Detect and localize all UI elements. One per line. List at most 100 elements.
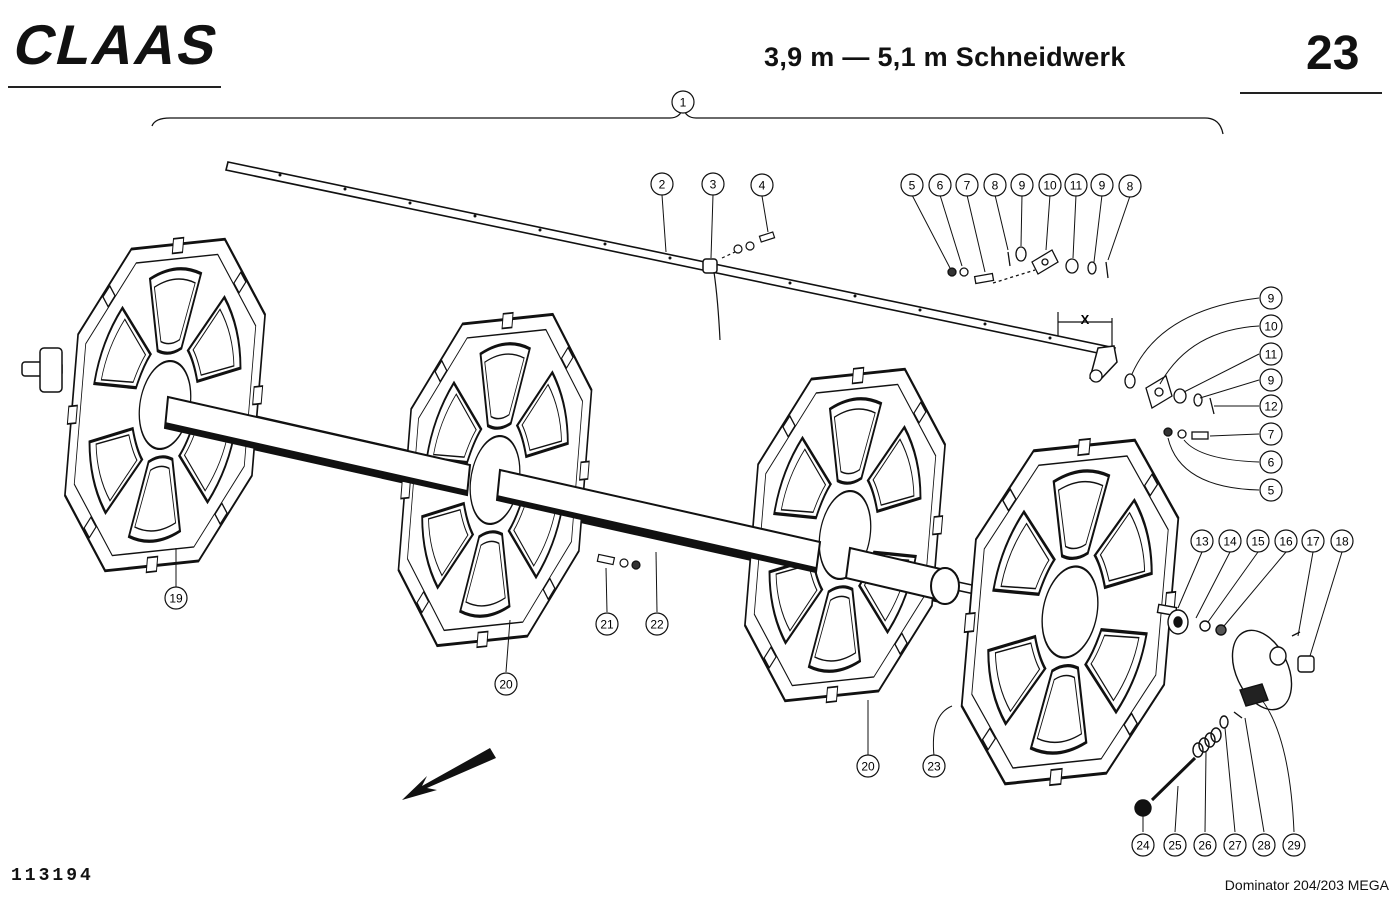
callout-29: 29 [1282,833,1306,857]
callout-7: 7 [1259,422,1283,446]
callout-label: 8 [1127,180,1134,194]
callout-21: 21 [595,612,619,636]
callout-16: 16 [1274,529,1298,553]
callout-12: 12 [1259,394,1283,418]
header-rule-right [1240,92,1382,94]
left-shaft [21,347,63,393]
upper-right-hardware [947,246,1109,285]
callout-17: 17 [1301,529,1325,553]
callout-label: 17 [1306,535,1320,549]
callout-label: 6 [937,179,944,193]
header-rule-left [8,86,221,88]
direction-arrow [402,748,496,800]
callout-8: 8 [983,173,1007,197]
callout-label: 12 [1264,400,1278,414]
callout-label: 3 [710,178,717,192]
callout-label: 11 [1265,348,1278,362]
callout-5: 5 [1259,478,1283,502]
callout-27: 27 [1223,833,1247,857]
callout-label: 20 [499,678,513,692]
reel-spider-19 [52,226,278,584]
callout-label: 9 [1268,292,1275,306]
callout-9: 9 [1259,286,1283,310]
dimension-x [1057,312,1113,346]
callout-2: 2 [650,172,674,196]
callout-label: 28 [1257,839,1271,853]
callout-26: 26 [1193,833,1217,857]
callout-19: 19 [164,586,188,610]
callout-label: 5 [909,179,916,193]
page-title: 3,9 m — 5,1 m Schneidwerk [764,42,1126,72]
callout-3: 3 [701,172,725,196]
callout-1: 1 [671,90,695,114]
leader-lines [175,194,1343,833]
tine-bar [225,161,1118,383]
callout-label: 11 [1070,179,1083,193]
callout-label: 19 [169,592,183,606]
callout-6: 6 [928,173,952,197]
callout-label: 13 [1195,535,1209,549]
callout-label: 20 [861,760,875,774]
callout-15: 15 [1246,529,1270,553]
callout-25: 25 [1163,833,1187,857]
callout-20: 20 [494,672,518,696]
bar-hardware [721,231,776,259]
callout-label: 21 [600,618,614,632]
callout-label: 4 [759,179,766,193]
callout-8: 8 [1118,174,1142,198]
callout-22: 22 [645,612,669,636]
callout-5: 5 [900,173,924,197]
callout-28: 28 [1252,833,1276,857]
callout-6: 6 [1259,450,1283,474]
callout-11: 11 [1259,342,1283,366]
callout-label: 5 [1268,484,1275,498]
drawing-reference: 113194 [11,866,94,886]
callout-24: 24 [1131,833,1155,857]
crank-hardware [1124,373,1215,440]
reel-spider-23 [948,426,1192,798]
callout-label: 25 [1168,839,1182,853]
callout-label: 2 [659,178,666,192]
callout-label: 29 [1287,839,1301,853]
dimension-x-label: X [1081,312,1090,327]
callout-label: 22 [650,618,664,632]
callout-9: 9 [1010,173,1034,197]
callout-label: 16 [1279,535,1293,549]
callout-label: 7 [964,179,971,193]
callout-label: 15 [1251,535,1265,549]
callout-label: 14 [1223,535,1237,549]
bolt-21 [596,553,641,570]
callout-label: 27 [1228,839,1242,853]
callout-20: 20 [856,754,880,778]
callout-10: 10 [1259,314,1283,338]
callout-10: 10 [1038,173,1062,197]
callout-label: 24 [1136,839,1150,853]
callout-label: 26 [1198,839,1212,853]
callout-label: 9 [1019,179,1026,193]
callout-label: 10 [1264,320,1278,334]
callout-11: 11 [1064,173,1088,197]
callout-label: 23 [927,760,941,774]
callout-4: 4 [750,173,774,197]
callout-label: 18 [1335,535,1349,549]
callout-18: 18 [1330,529,1354,553]
callout-7: 7 [955,173,979,197]
callout-9: 9 [1259,368,1283,392]
callout-label: 6 [1268,456,1275,470]
callout-9: 9 [1090,173,1114,197]
spring-assembly [1134,711,1243,817]
callout-14: 14 [1218,529,1242,553]
svg-text:CLAAS: CLAAS [8,18,226,70]
callout-label: 8 [992,179,999,193]
callout-label: 1 [680,96,687,110]
callout-label: 9 [1268,374,1275,388]
page-number: 23 [1306,27,1360,80]
machine-model: Dominator 204/203 MEGA [1224,877,1389,893]
callout-label: 9 [1099,179,1106,193]
callout-13: 13 [1190,529,1214,553]
callout-23: 23 [922,754,946,778]
claas-logo: CLAAS [8,18,226,70]
callout-label: 7 [1268,428,1275,442]
